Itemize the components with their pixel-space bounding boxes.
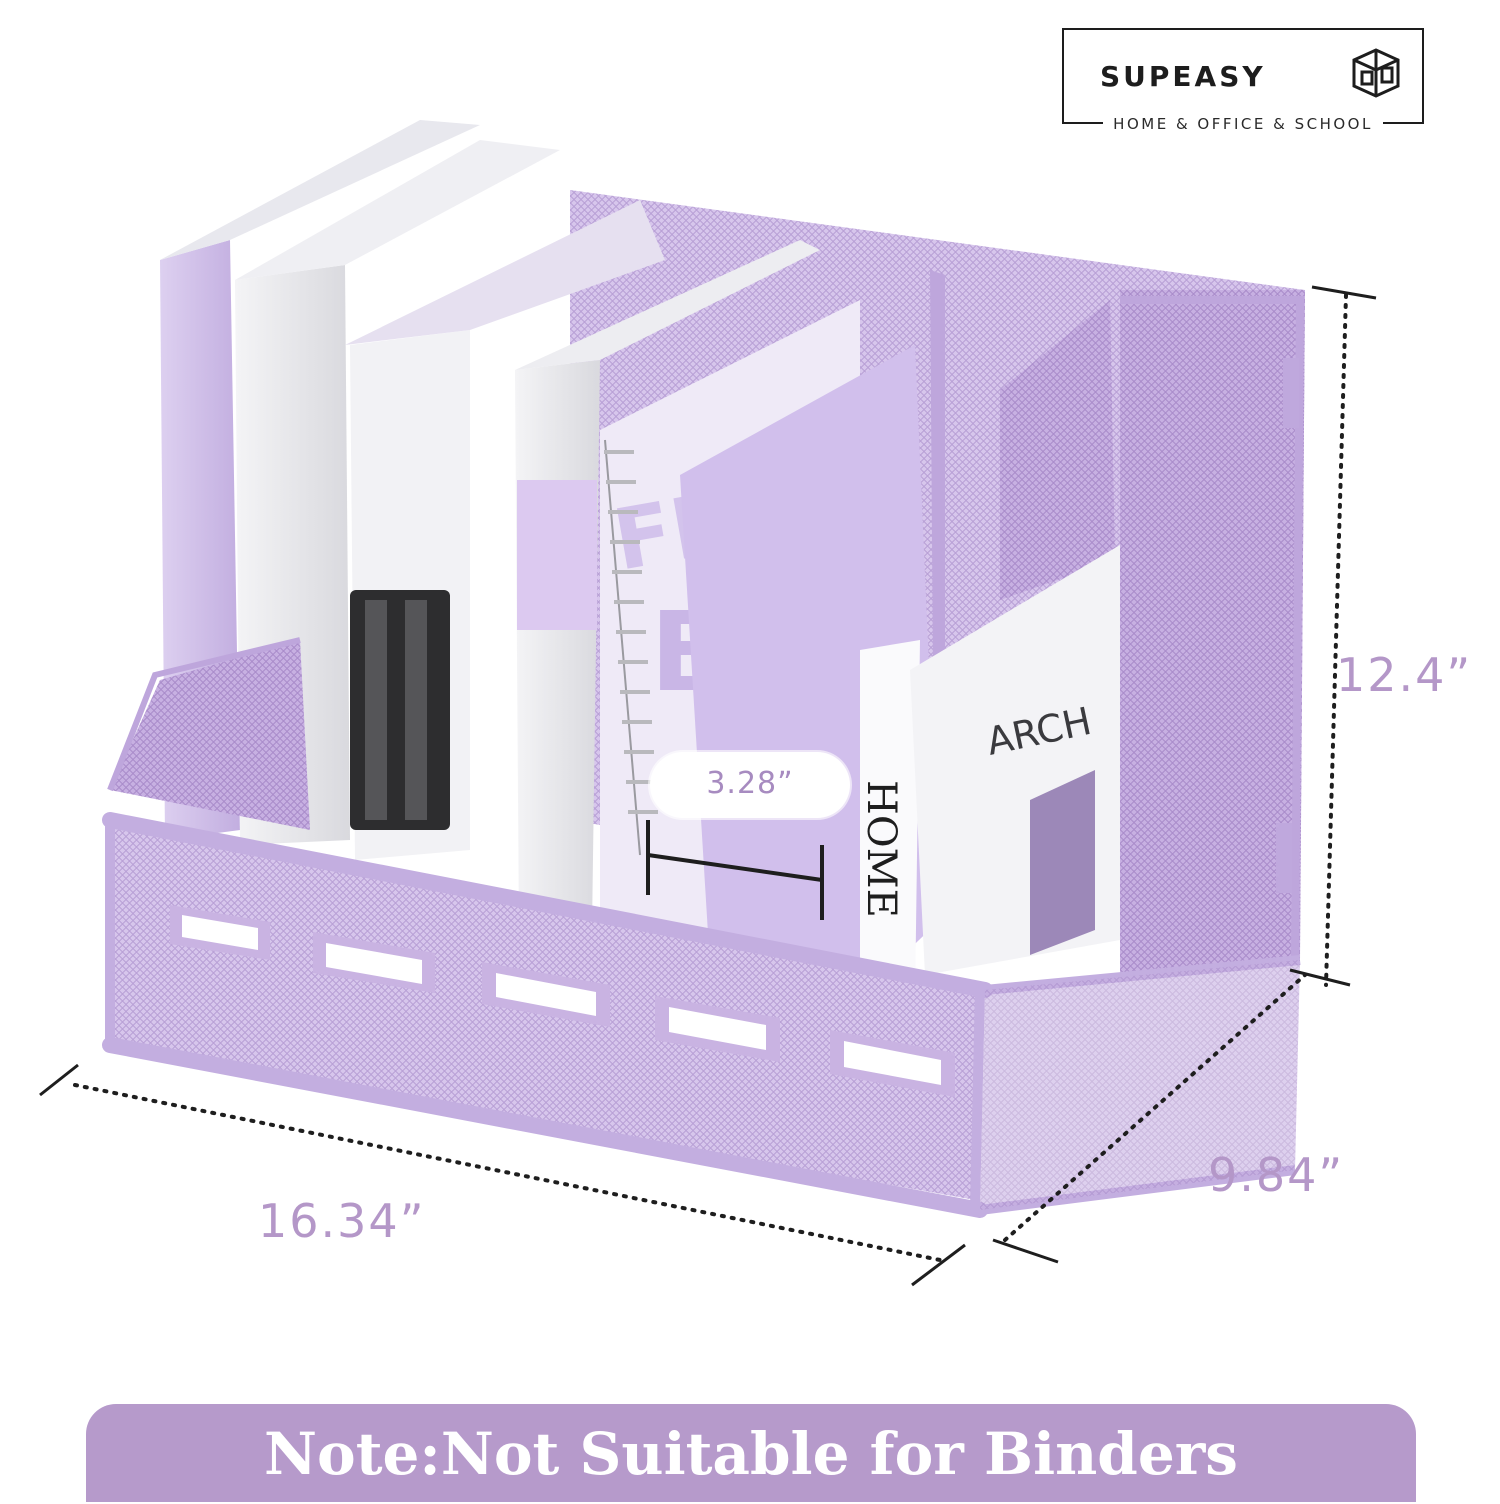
label-holder-3 [482, 962, 610, 1027]
compartment-gap-badge: 3.28” [650, 752, 850, 818]
home-book [860, 640, 920, 1010]
side-frame [1120, 296, 1305, 961]
hinge-bottom [1276, 823, 1292, 893]
brand-name: SUPEASY [1100, 60, 1266, 93]
brand-box: SUPEASY HOME & OFFICE & SCHOOL [1062, 28, 1424, 133]
brand-tagline: HOME & OFFICE & SCHOOL [1103, 115, 1383, 133]
dimension-lines [73, 293, 1348, 1262]
compartment-width-marker [646, 820, 824, 920]
note-banner: Note:Not Suitable for Binders [86, 1404, 1416, 1502]
height-dimension-label: 12.4” [1336, 648, 1473, 702]
label-holder-1 [170, 905, 270, 960]
label-holder-4 [655, 996, 780, 1062]
label-holder-5 [830, 1030, 955, 1097]
folder-top [345, 200, 665, 345]
note-text: Note:Not Suitable for Binders [264, 1420, 1238, 1488]
compartment-gap-label: 3.28” [706, 766, 794, 801]
divider-panel [1000, 300, 1115, 600]
dimension-ticks [39, 285, 1377, 1287]
svg-text:HOME: HOME [858, 780, 904, 918]
depth-dimension-label: 9.84” [1208, 1148, 1345, 1202]
left-side-panel [110, 640, 310, 830]
stacked-boxes-logo-icon [1352, 48, 1400, 98]
spiral-binding [604, 439, 641, 856]
binder-top [160, 120, 480, 260]
front-bottom-rail [102, 1037, 988, 1218]
front-top-rail [102, 812, 993, 998]
label-holder-2 [313, 932, 435, 993]
hinge-top [1283, 358, 1299, 428]
book-top [515, 240, 820, 370]
binder-white-top [235, 140, 560, 280]
side-mesh-panel [1120, 290, 1305, 980]
width-dimension-label: 16.34” [258, 1194, 426, 1248]
